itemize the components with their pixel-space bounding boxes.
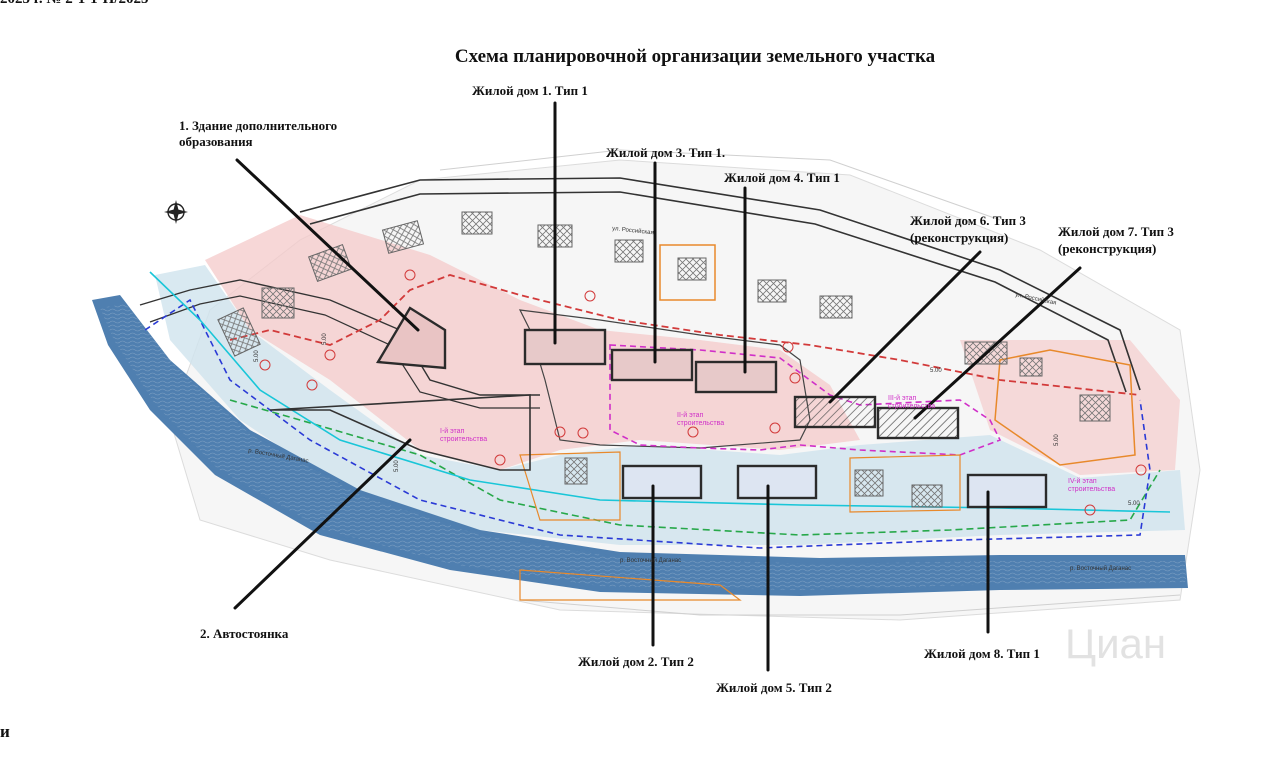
building-house-8 [966,473,1048,509]
building-house-7 [876,406,960,440]
label-house-6-line1: Жилой дом 6. Тип 3 [910,213,1026,228]
label-parking: 2. Автостоянка [200,626,289,641]
label-house-7-line1: Жилой дом 7. Тип 3 [1058,224,1174,239]
label-house-1: Жилой дом 1. Тип 1 [472,83,588,98]
stage-3-line1: III-й этап [888,394,916,402]
parking-area [269,394,531,471]
footer-fragment: и [0,722,10,741]
dim-1: 5.00 [254,350,260,362]
street-label-1: ул. Российская [612,225,654,236]
boundary-green [229,399,1161,536]
stage-3-line2: строительства [888,403,935,410]
building-house-4 [694,360,778,394]
label-house-2: Жилой дом 2. Тип 2 [578,654,694,669]
dim-3: 5.00 [1054,434,1060,446]
boundary-red [229,274,1141,396]
building-house-1 [523,328,607,366]
building-house-6 [793,395,877,429]
river-label-center: р. Восточный Даганас [620,557,681,564]
stage-2-line1: II-й этап [677,411,704,419]
label-education-line1: 1. Здание дополнительного [179,118,338,133]
river-label-east: р. Восточный Даганас [1070,565,1131,572]
header-fragment: 2025 г. № 2-1-1-Н/2025 [0,0,149,8]
dim-2: 5.00 [322,333,328,345]
blue-zone [155,265,1185,545]
label-house-3: Жилой дом 3. Тип 1. [606,145,726,160]
dim-4: 5.00 [1128,501,1140,507]
building-house-5 [736,464,818,500]
stage-4-line2: строительства [1068,486,1115,493]
red-zone-east [960,340,1180,475]
stage-4-line1: IV-й этап [1068,477,1097,485]
building-house-2 [621,464,703,500]
watermark: Циан [1065,620,1166,667]
label-house-8: Жилой дом 8. Тип 1 [924,646,1040,661]
building-1-education [375,306,447,370]
dim-6: 5.00 [394,460,400,472]
boundary-magenta [609,344,1002,456]
stage-1-line1: I-й этап [440,427,465,435]
stage-1-line2: строительства [440,436,487,443]
label-house-4: Жилой дом 4. Тип 1 [724,170,840,185]
label-education-line2: образования [179,134,253,149]
building-house-3 [610,348,694,382]
compass-icon [164,200,188,224]
dim-5: 5.00 [930,368,942,374]
label-house-7-line2: (реконструкция) [1058,241,1157,256]
boundary-blue [144,298,1151,549]
diagram-title: Схема планировочной организации земельно… [454,46,936,67]
stage-2-line2: строительства [677,420,724,427]
label-house-6-line2: (реконструкция) [910,230,1009,245]
label-house-5: Жилой дом 5. Тип 2 [716,680,832,695]
